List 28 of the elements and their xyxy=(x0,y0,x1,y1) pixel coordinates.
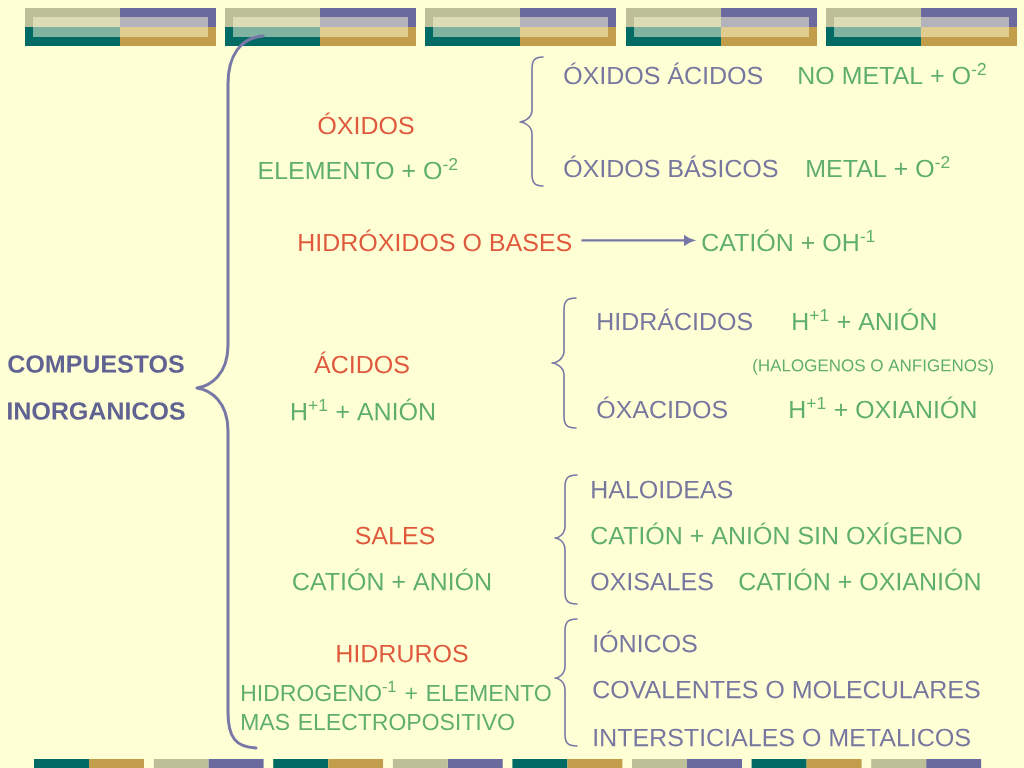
formula-text: CATIÓN + ANIÓN SIN OXÍGENO xyxy=(591,522,962,545)
subcategory-label: HALOIDEAS xyxy=(592,480,733,499)
subcategory-label: ÓXIDOS BÁSICOS xyxy=(564,155,778,178)
arrow xyxy=(581,235,694,246)
main-title: COMPUESTOS INORGANICOS xyxy=(8,355,185,420)
formula-text: CATIÓN + ANIÓN xyxy=(293,568,491,591)
subcategory-label: OXISALES xyxy=(591,572,713,591)
category-heading: ÓXIDOS xyxy=(318,112,414,135)
subcategory-label: COVALENTES O MOLECULARES xyxy=(593,680,980,699)
subcategory-label: INTERSTICIALES O METALICOS xyxy=(594,728,970,747)
formula-text: METAL + O$^{-2}$ xyxy=(807,155,950,178)
note-text: (HALOGENOS O ANFIGENOS) xyxy=(753,358,993,375)
formula-text: H$^{+1}$ + ANIÓN xyxy=(291,398,435,421)
category-heading: HIDRUROS xyxy=(337,644,468,663)
formula-text: H$^{+1}$ + OXIANIÓN xyxy=(790,396,976,419)
formula-text: HIDROGENO$^{-1}$ + ELEMENTO MAS ELECTROPOSITIVO xyxy=(242,680,551,731)
formula-text: ELEMENTO + O$^{-2}$ xyxy=(259,157,458,180)
formula-text: H$^{+1}$ + ANIÓN xyxy=(793,308,936,331)
subcategory-label: ÓXACIDOS xyxy=(597,396,728,419)
formula-text: CATIÓN + OXIANIÓN xyxy=(739,568,980,591)
category-heading: HIDRÓXIDOS O BASES xyxy=(299,229,572,252)
subcategory-label: ÓXIDOS ÁCIDOS xyxy=(564,62,763,85)
category-heading: ÁCIDOS xyxy=(314,351,409,374)
formula-text: NO METAL + O$^{-2}$ xyxy=(799,62,986,85)
category-heading: SALES xyxy=(355,526,435,545)
subcategory-label: HIDRÁCIDOS xyxy=(598,308,752,331)
formula-text: CATIÓN + OH$^{-1}$ xyxy=(702,229,875,252)
subcategory-label: IÓNICOS xyxy=(594,630,697,653)
